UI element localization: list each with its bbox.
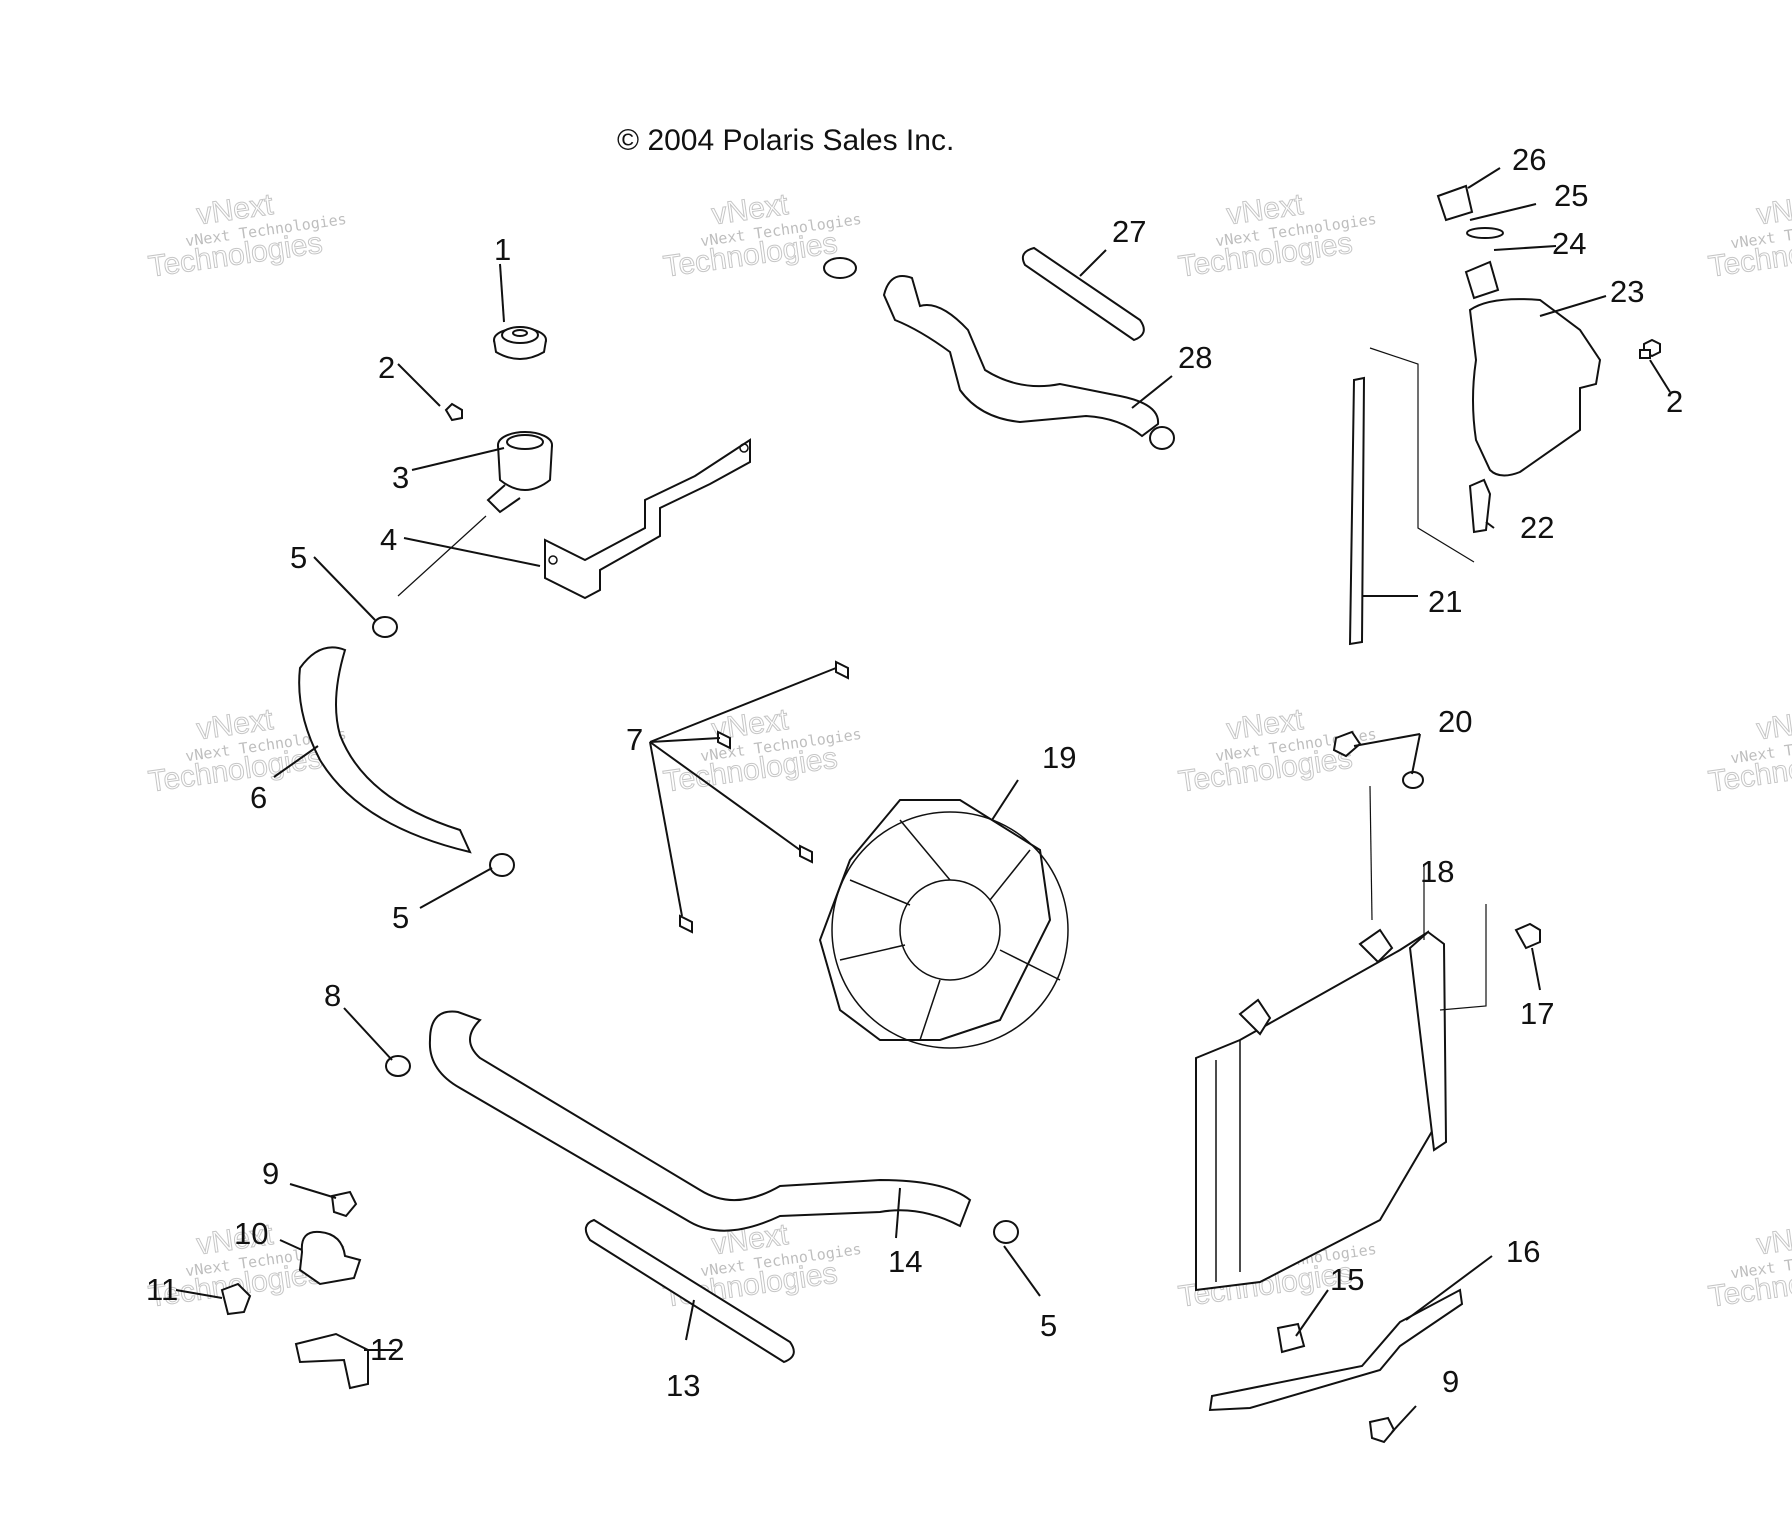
callout-labels: 1 2 3 4 5 6 5 7 8 9 10 11 12 13 14 5 15 …: [146, 142, 1683, 1403]
small-bracket-part: [294, 1332, 369, 1390]
callout-2: 2: [378, 350, 395, 385]
overflow-tube-part: [1348, 376, 1366, 646]
callout-17: 17: [1520, 996, 1554, 1031]
callout-7: 7: [626, 722, 643, 757]
callout-3: 3: [392, 460, 409, 495]
callout-26: 26: [1512, 142, 1546, 177]
fitting-part: [220, 1282, 252, 1316]
watermark: vNext Technologies vNext Technologies: [1706, 703, 1792, 800]
callout-27: 27: [1112, 214, 1146, 249]
watermark: vNext Technologies vNext Technologies: [661, 703, 863, 800]
grommet-part: [1276, 1322, 1306, 1354]
hose-clamp-part: [372, 426, 1175, 1244]
callout-24: 24: [1552, 226, 1586, 261]
copyright-text: © 2004 Polaris Sales Inc.: [617, 124, 954, 157]
bracket-part: [544, 438, 751, 600]
watermark-large-1: vNext: [1755, 188, 1792, 231]
clamp-part: [385, 1055, 411, 1077]
watermark: vNext Technologies vNext Technologies: [1706, 1218, 1792, 1315]
callout-12: 12: [370, 1332, 404, 1367]
callout-9: 9: [1442, 1364, 1459, 1399]
clip-part: [298, 1230, 362, 1286]
callout-22: 22: [1520, 510, 1554, 545]
callout-25: 25: [1554, 178, 1588, 213]
watermark: vNext Technologies vNext Technologies: [1176, 188, 1378, 285]
reservoir-cap-stack-part: [1436, 184, 1504, 300]
callout-13: 13: [666, 1368, 700, 1403]
guide-lines: [397, 347, 1487, 1011]
watermark-large-1: vNext: [1755, 1218, 1792, 1261]
callout-5: 5: [392, 900, 409, 935]
coolant-reservoir-part: [1468, 298, 1602, 477]
callout-1: 1: [494, 232, 511, 267]
callout-19: 19: [1042, 740, 1076, 775]
callout-20: 20: [1438, 704, 1472, 739]
flange-bolt-part: [330, 1190, 1396, 1444]
callout-15: 15: [1330, 1262, 1364, 1297]
callout-5: 5: [1040, 1308, 1057, 1343]
callout-23: 23: [1610, 274, 1644, 309]
lower-hose-part: [428, 1010, 972, 1232]
callout-5: 5: [290, 540, 307, 575]
upper-sleeve-part: [1021, 246, 1145, 342]
grommet-pair-part: [1332, 730, 1424, 789]
callout-14: 14: [888, 1244, 922, 1279]
cooling-fan-part: [818, 799, 1069, 1049]
watermark: vNext Technologies vNext Technologies: [1706, 188, 1792, 285]
filler-neck-part: [486, 431, 553, 514]
hose-part: [298, 646, 472, 854]
callout-16: 16: [1506, 1234, 1540, 1269]
callout-10: 10: [234, 1216, 268, 1251]
callout-8: 8: [324, 978, 341, 1013]
callout-2: 2: [1666, 384, 1683, 419]
radiator-bolt-part: [1514, 922, 1541, 950]
hose-fitting-part: [1468, 478, 1492, 534]
radiator-part: [1195, 928, 1448, 1292]
callout-6: 6: [250, 780, 267, 815]
callout-28: 28: [1178, 340, 1212, 375]
callout-11: 11: [146, 1272, 178, 1307]
leader-lines: [175, 167, 1671, 1433]
bolt-part: [444, 338, 1661, 422]
clamp-part: [823, 257, 857, 279]
skid-shield-part: [1208, 1288, 1464, 1412]
callout-4: 4: [380, 522, 397, 557]
callout-21: 21: [1428, 584, 1462, 619]
mounting-bolt-part: [679, 660, 849, 934]
callout-9: 9: [262, 1156, 279, 1191]
sleeve-part: [584, 1218, 795, 1364]
watermark-large-1: vNext: [1755, 703, 1792, 746]
radiator-cap-part: [493, 326, 547, 360]
callout-18: 18: [1420, 854, 1454, 889]
watermark: vNext Technologies vNext Technologies: [146, 188, 348, 285]
upper-hose-part: [882, 275, 1160, 438]
